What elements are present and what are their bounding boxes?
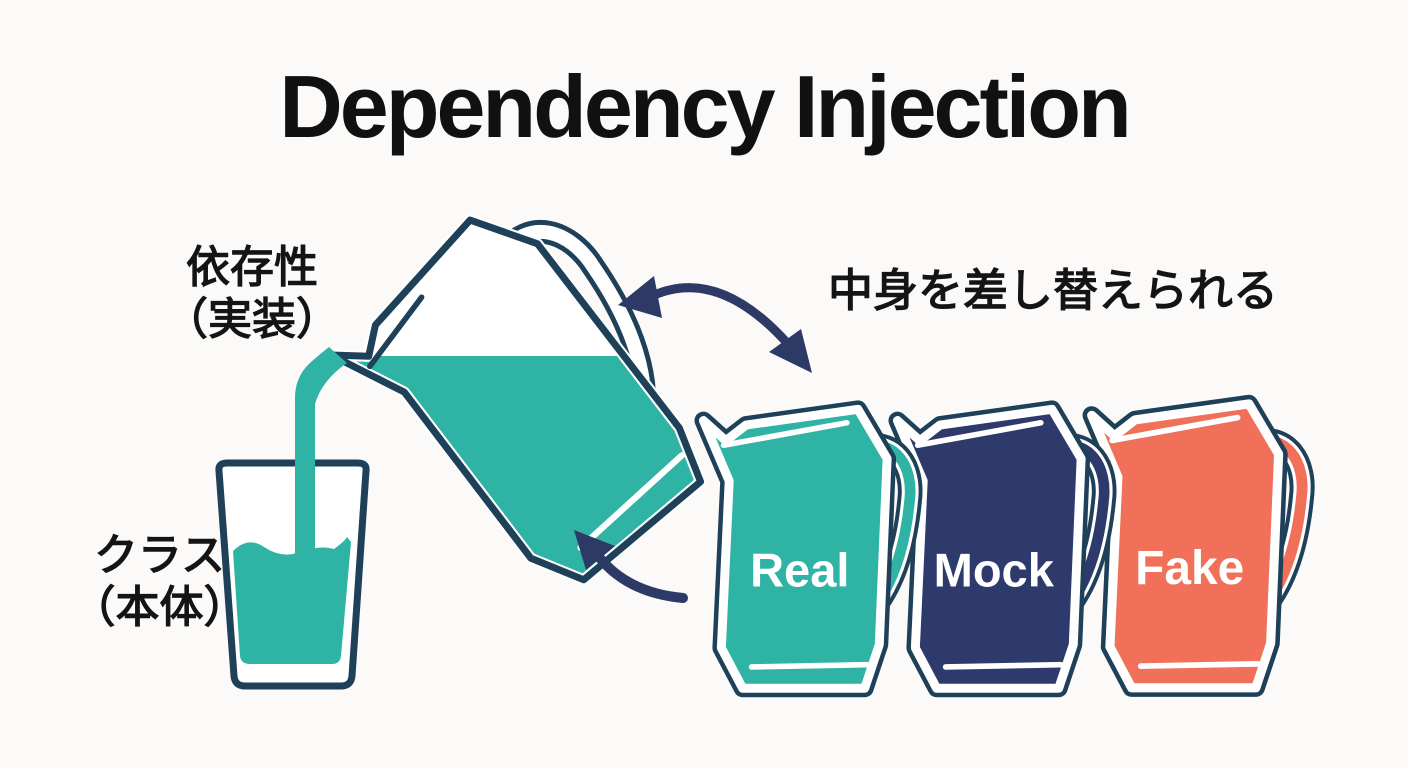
pitcher-mock-body xyxy=(892,404,1086,693)
pitcher-mock: Mock xyxy=(888,400,1117,698)
pitcher-fake-top-highlight xyxy=(1109,414,1241,444)
return-arrow-curve xyxy=(594,552,688,603)
pouring-pitcher-highlight xyxy=(577,452,686,551)
pitcher-fake: Fake xyxy=(1082,394,1315,697)
return-arrow-icon xyxy=(574,530,688,603)
class-label-line2: （本体） xyxy=(71,582,248,632)
pour-stream xyxy=(295,347,347,556)
dependency-label: 依存性 （実装） xyxy=(142,242,362,346)
swap-arrow-icon xyxy=(618,276,812,373)
pitcher-real-bottom-highlight xyxy=(748,661,870,670)
pitcher-mock-top-highlight xyxy=(914,420,1044,449)
pitcher-real-body xyxy=(698,404,892,693)
pitcher-real-top-highlight xyxy=(720,420,850,449)
pitcher-fake-body xyxy=(1087,399,1284,693)
pitcher-mock-bottom-highlight xyxy=(942,661,1064,670)
pitcher-fake-bottom-highlight xyxy=(1137,660,1261,669)
pitcher-fake-label: Fake xyxy=(1135,542,1244,595)
swap-arrow-curve xyxy=(647,283,793,349)
swap-arrow-head-right xyxy=(769,329,812,373)
class-label: クラス （本体） xyxy=(52,530,267,634)
swap-caption: 中身を差し替えられる xyxy=(828,265,1279,316)
pitcher-real: Real xyxy=(694,400,923,698)
glass-liquid xyxy=(233,537,351,664)
dependency-label-line2: （実装） xyxy=(164,294,340,344)
glass xyxy=(215,459,370,690)
pouring-pitcher-outline xyxy=(327,216,705,584)
class-label-line1: クラス xyxy=(93,531,226,580)
pouring-pitcher-rim-accent xyxy=(367,294,425,370)
pitcher-mock-label: Mock xyxy=(934,543,1055,596)
return-arrow-head xyxy=(574,530,615,570)
swap-arrow-head-left xyxy=(618,276,662,318)
page-title: Dependency Injection xyxy=(279,57,1132,156)
pitcher-real-label: Real xyxy=(750,543,849,596)
dependency-label-line1: 依存性 xyxy=(186,243,318,292)
